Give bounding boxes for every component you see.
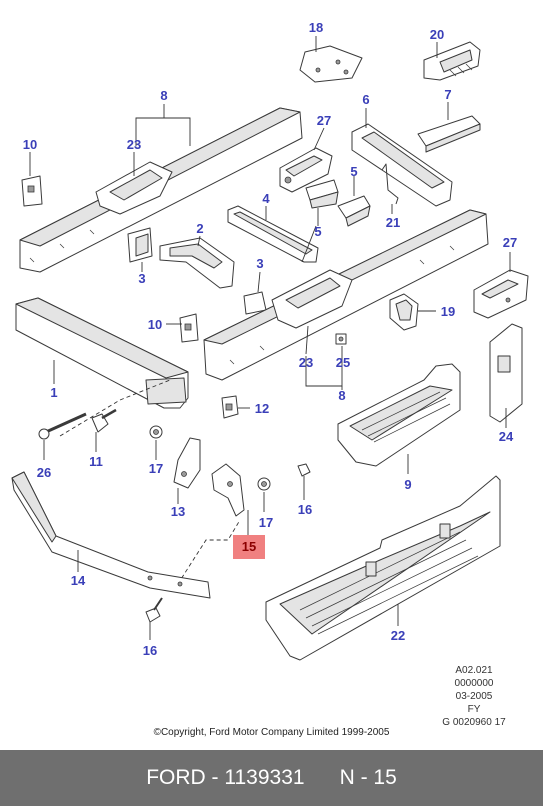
part-18-bracket[interactable] [299, 45, 363, 83]
part-22-sill-panel[interactable] [265, 475, 501, 661]
part-4-crossmember[interactable] [227, 205, 319, 263]
callout-24: 24 [499, 429, 514, 444]
part-9-sill-panel[interactable] [337, 363, 461, 467]
part-27-lower-bracket[interactable] [473, 269, 529, 319]
part-2-crossmember[interactable] [159, 237, 235, 289]
callout-2: 2 [196, 221, 203, 236]
part-16-bolt-bottom[interactable] [145, 597, 163, 623]
callout-7: 7 [444, 87, 451, 102]
callout-3-right: 3 [256, 256, 263, 271]
callout-16-right: 16 [298, 502, 312, 517]
callout-27-top: 27 [317, 113, 331, 128]
part-12-bracket[interactable] [221, 395, 239, 419]
callout-17-left: 17 [149, 461, 163, 476]
part-14-lower-beam[interactable] [11, 471, 211, 599]
callout-6: 6 [362, 92, 369, 107]
callout-8-lower: 8 [338, 388, 345, 403]
part-3-bracket-right[interactable] [243, 291, 267, 315]
part-15-bracket[interactable] [211, 463, 245, 517]
ref-line-2: 0000000 [454, 678, 494, 689]
parts-diagram: 18 20 8 6 7 27 10 23 5 4 21 2 5 27 3 3 1… [11, 20, 529, 661]
callout-3-left: 3 [138, 271, 145, 286]
part-5-bracket-a[interactable] [305, 179, 339, 209]
callout-21: 21 [386, 215, 400, 230]
callout-11: 11 [89, 454, 103, 469]
part-11-bolt[interactable] [91, 408, 117, 433]
callout-20: 20 [430, 27, 444, 42]
callout-18: 18 [309, 20, 323, 35]
callout-27-lower: 27 [503, 235, 517, 250]
callout-25: 25 [336, 355, 350, 370]
part-19-bracket[interactable] [389, 293, 419, 331]
callout-13: 13 [171, 504, 185, 519]
part-17-nut-right[interactable] [257, 477, 271, 491]
part-3-bracket-left[interactable] [127, 227, 153, 263]
ref-line-5: G 0020960 17 [442, 717, 506, 728]
footer-spacer [305, 766, 340, 790]
part-13-bracket[interactable] [173, 437, 201, 489]
ref-line-1: A02.021 [455, 665, 493, 676]
callout-23-top: 23 [127, 137, 141, 152]
callout-5-top: 5 [350, 164, 357, 179]
footer-part-number: FORD - 1139331 [146, 766, 305, 789]
drawing-reference-block: A02.021 0000000 03-2005 FY G 0020960 17 [419, 664, 529, 729]
callout-4: 4 [262, 191, 270, 206]
part-20-bracket[interactable] [423, 41, 481, 81]
part-27-upper-bracket[interactable] [279, 147, 333, 193]
footer-ref-number: N - 15 [339, 766, 397, 789]
callout-9: 9 [404, 477, 411, 492]
callout-8-top: 8 [160, 88, 167, 103]
ref-line-3: 03-2005 [455, 691, 493, 702]
callout-22: 22 [391, 628, 405, 643]
part-1-bumper-beam[interactable] [15, 297, 189, 409]
part-8-left-member[interactable] [19, 107, 303, 273]
part-8-right-member[interactable] [203, 209, 489, 381]
part-10-lower-plate[interactable] [179, 313, 199, 343]
part-21-hook[interactable] [381, 163, 399, 205]
callout-26: 26 [37, 465, 51, 480]
callout-10-lower: 10 [148, 317, 162, 332]
callout-15-highlight[interactable]: 15 [233, 535, 265, 559]
part-24-panel[interactable] [489, 323, 523, 423]
callout-17-right: 17 [259, 515, 273, 530]
part-10-plate[interactable] [21, 175, 43, 207]
callout-16-bottom: 16 [143, 643, 157, 658]
ref-line-4: FY [467, 704, 481, 715]
callout-23-lower: 23 [299, 355, 313, 370]
callout-19: 19 [441, 304, 455, 319]
copyright-notice: ©Copyright, Ford Motor Company Limited 1… [153, 727, 390, 738]
part-5-bracket-b[interactable] [337, 195, 371, 227]
svg-text:15: 15 [242, 539, 256, 554]
callout-5-lower: 5 [314, 224, 321, 239]
footer-bar: FORD - 1139331 N - 15 [0, 750, 543, 806]
part-16-bolt-right[interactable] [297, 463, 311, 477]
callout-12: 12 [255, 401, 269, 416]
part-25-clip[interactable] [335, 333, 347, 345]
part-17-nut-left[interactable] [149, 425, 163, 439]
callout-14: 14 [71, 573, 86, 588]
callout-1: 1 [50, 385, 57, 400]
part-6-member[interactable] [351, 123, 453, 207]
callout-10-top: 10 [23, 137, 37, 152]
part-7-bracket[interactable] [417, 115, 481, 153]
part-26-tow-bolt[interactable] [38, 412, 87, 440]
